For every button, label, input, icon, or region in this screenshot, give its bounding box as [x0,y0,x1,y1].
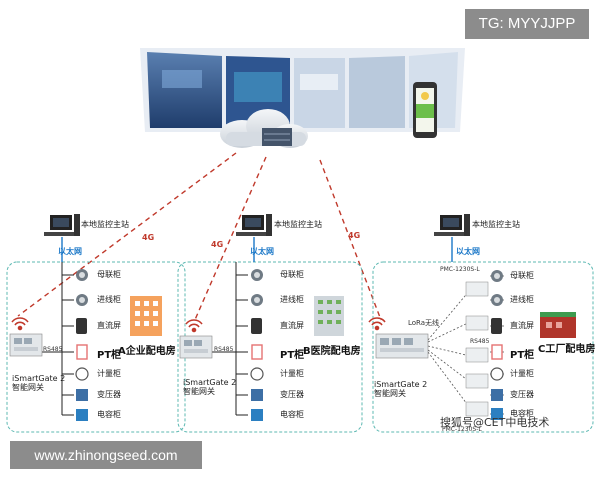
incoming-label-a: 进线柜 [97,295,121,304]
metering-icon [75,367,89,381]
bus-tie-icon [251,269,263,281]
bus-tie-label-b: 母联柜 [280,270,304,279]
rs485-label-c: RS485 [470,338,490,345]
incoming-icon [251,294,263,306]
building-icon-c [540,312,576,338]
incoming-icon [491,294,503,306]
gateway-model-c: iSmartGate 2 [374,380,428,389]
dc-screen-icon [251,318,262,334]
four-g-label-a: 4G [142,233,155,242]
cabinet-icons-b [250,269,264,421]
capacitor-icon [491,408,503,420]
building-icon-b [314,296,344,336]
pt-label-b: PT柜 [280,350,305,361]
gateway-model-b: iSmartGate 2 [183,378,237,387]
transformer-label-b: 变压器 [280,390,304,399]
site-frames [6,261,594,433]
gateway-desc-a: 智能网关 [12,383,44,393]
rs485-label-b: RS485 [214,346,234,353]
gateway-label-b: iSmartGate 2 智能网关 [183,378,236,396]
dc-screen-label-a: 直流屏 [97,321,121,330]
bus-tie-icon [76,269,88,281]
gateway-icon-a [9,333,43,357]
watermark: 搜狐号@CET中电技术 [440,416,550,429]
dc-screen-icon [491,318,502,334]
telegram-badge: TG: MYYJJPP [465,9,589,39]
ethernet-label-a: 以太网 [58,247,82,256]
cabinet-icons-c [490,270,504,420]
wifi-icon-a [11,317,29,331]
gateway-label-a: iSmartGate 2 智能网关 [12,374,65,392]
four-g-label-c: 4G [348,231,361,240]
dc-screen-label-b: 直流屏 [280,321,304,330]
ethernet-lines [61,237,453,262]
pt-label-a: PT柜 [97,350,122,361]
monitor-icons [44,214,470,236]
computer-icon-a [44,214,80,236]
rs485-label-a: RS485 [43,346,63,353]
gateway-desc-b: 智能网关 [183,387,215,397]
site-url-badge: www.zhinongseed.com [10,441,202,469]
gateway-desc-c: 智能网关 [374,389,406,399]
four-g-label-b: 4G [211,240,224,249]
bus-tie-label-a: 母联柜 [97,270,121,279]
capacitor-label-a: 电容柜 [97,410,121,419]
transformer-icon [76,389,88,401]
incoming-label-c: 进线柜 [510,295,534,304]
cabinet-icons-a [75,269,89,421]
transformer-icon [491,389,503,401]
lora-label: LoRa无线 [408,319,440,327]
site-label-b: B医院配电房 [303,346,361,357]
cloud-server-icon [220,109,308,148]
four-g-links [17,152,382,323]
wifi-icon-b [185,319,203,333]
gateway-label-c: iSmartGate 2 智能网关 [374,380,427,398]
bus-tie-icon [491,270,503,282]
pmc-meters [465,281,489,417]
computer-icon-b [236,214,272,236]
capacitor-label-c: 电容柜 [510,409,534,418]
transformer-icon [251,389,263,401]
dc-screen-icon [76,318,87,334]
transformer-label-a: 变压器 [97,390,121,399]
incoming-icon [76,294,88,306]
capacitor-icon [76,409,88,421]
gateway-icon-b [179,335,213,359]
ethernet-label-c: 以太网 [456,247,480,256]
metering-icon [490,367,504,381]
smartphone-icon [413,82,437,138]
local-station-label-b: 本地监控主站 [274,220,322,229]
gateway-icon-c [375,333,429,359]
incoming-label-b: 进线柜 [280,295,304,304]
computer-icon-c [434,214,470,236]
wifi-icons [11,317,386,333]
video-wall-icon [140,48,465,132]
ethernet-label-b: 以太网 [250,247,274,256]
pt-icon [76,344,88,360]
bus-lines [40,262,248,416]
building-icon-a [130,296,162,336]
capacitor-label-b: 电容柜 [280,410,304,419]
metering-icon [250,367,264,381]
capacitor-icon [251,409,263,421]
wifi-icon-c [368,317,386,331]
gateway-model-a: iSmartGate 2 [12,374,66,383]
pt-label-c: PT柜 [510,350,535,361]
pmc-top-label: PMC-1230S-L [440,266,480,273]
pmc-bottom-label: PMC-1230S-L [442,426,482,433]
pt-icon [251,344,263,360]
metering-label-b: 计量柜 [280,369,304,378]
metering-label-a: 计量柜 [97,369,121,378]
site-label-a: A企业配电房 [118,346,176,357]
local-station-label-c: 本地监控主站 [472,220,520,229]
site-label-c: C工厂配电房 [538,344,596,355]
bus-tie-label-c: 母联柜 [510,271,534,280]
pt-icon [491,344,503,360]
metering-label-c: 计量柜 [510,369,534,378]
transformer-label-c: 变压器 [510,390,534,399]
gateway-devices [9,333,429,359]
dc-screen-label-c: 直流屏 [510,321,534,330]
local-station-label-a: 本地监控主站 [81,220,129,229]
